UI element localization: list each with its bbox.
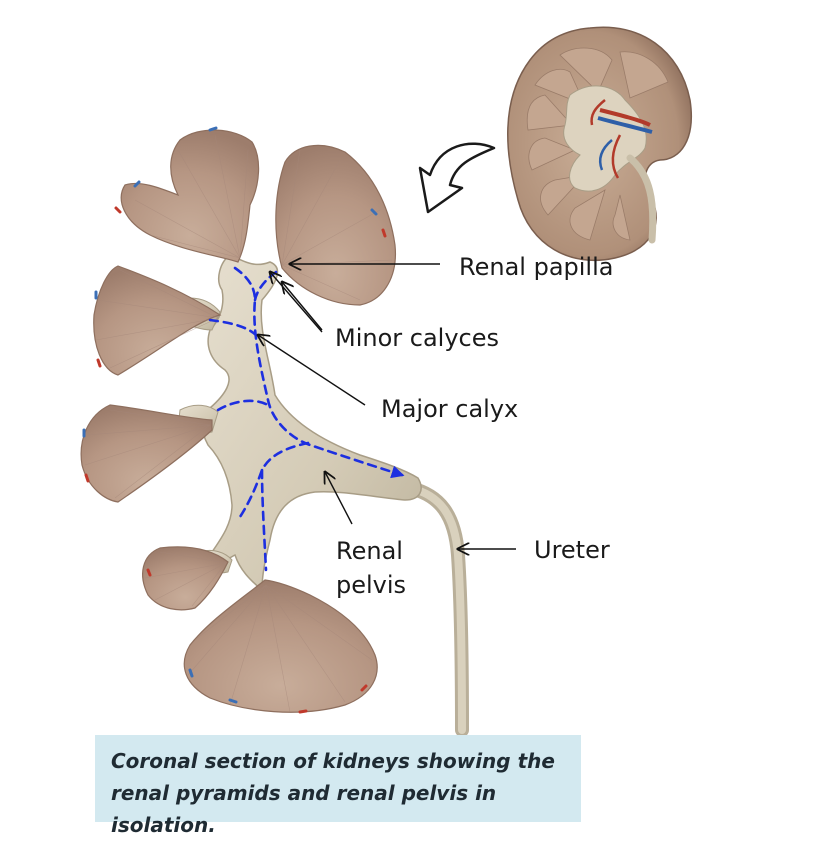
leader-lines <box>258 264 516 549</box>
label-minor-calyces: Minor calyces <box>335 324 500 352</box>
label-ureter: Ureter <box>534 536 610 564</box>
curved-arrow-icon <box>418 142 496 214</box>
whole-kidney-inset <box>507 26 692 262</box>
renal-pyramid <box>183 579 378 713</box>
renal-pyramid <box>93 265 222 376</box>
calyx-system <box>80 126 469 737</box>
renal-pyramid <box>120 129 260 263</box>
caption-text: Coronal section of kidneys showing the r… <box>111 749 555 837</box>
label-major-calyx: Major calyx <box>381 395 519 423</box>
renal-pyramid <box>275 144 397 306</box>
renal-pyramid <box>142 546 229 611</box>
label-renal-papilla: Renal papilla <box>459 253 614 281</box>
caption-box: Coronal section of kidneys showing the r… <box>95 735 581 837</box>
renal-pyramid <box>80 404 213 503</box>
label-renal-pelvis: Renal pelvis <box>336 537 407 599</box>
kidney-diagram <box>80 26 692 737</box>
